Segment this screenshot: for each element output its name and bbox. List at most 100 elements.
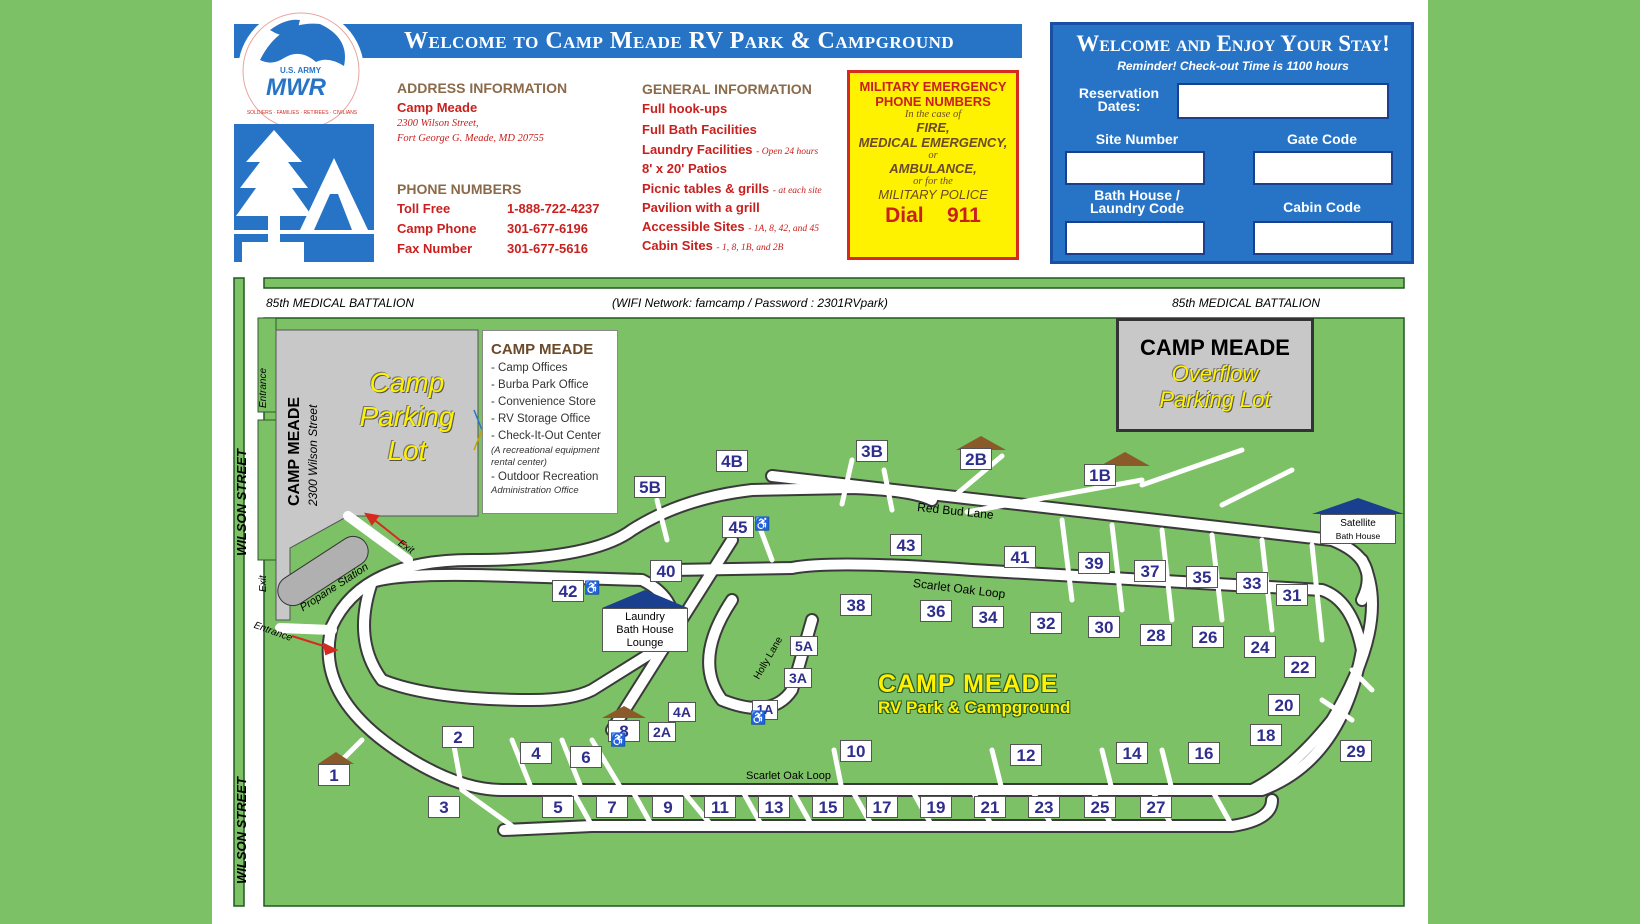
emergency-l7: MILITARY POLICE: [878, 187, 988, 202]
emergency-l5: AMBULANCE,: [889, 161, 977, 176]
site-marker-3[interactable]: 3: [428, 796, 460, 818]
site-marker-33[interactable]: 33: [1236, 572, 1268, 594]
site-marker-29[interactable]: 29: [1340, 740, 1372, 762]
site-marker-3b[interactable]: 3B: [856, 440, 888, 462]
site-marker-4a[interactable]: 4A: [668, 702, 696, 722]
cabin-code-field[interactable]: [1253, 221, 1393, 255]
site-marker-8[interactable]: 8: [608, 720, 640, 742]
site-marker-23[interactable]: 23: [1028, 796, 1060, 818]
accessible-icon: ♿: [750, 710, 767, 725]
offices-item: - Burba Park Office: [491, 379, 589, 391]
site-marker-37[interactable]: 37: [1134, 560, 1166, 582]
site-marker-20[interactable]: 20: [1268, 694, 1300, 716]
site-marker-40[interactable]: 40: [650, 560, 682, 582]
camp-map-sheet: Welcome to Camp Meade RV Park & Campgrou…: [212, 0, 1428, 924]
label-85th-right: 85th MEDICAL BATTALION: [1172, 296, 1321, 310]
site-marker-42[interactable]: 42: [552, 580, 584, 602]
site-marker-2b[interactable]: 2B: [960, 448, 992, 470]
emergency-title2: PHONE NUMBERS: [875, 94, 991, 109]
site-marker-41[interactable]: 41: [1004, 546, 1036, 568]
site-marker-26[interactable]: 26: [1192, 626, 1224, 648]
site-marker-38[interactable]: 38: [840, 594, 872, 616]
site-marker-34[interactable]: 34: [972, 606, 1004, 628]
bath-code-label: Bath House /Laundry Code: [1089, 187, 1185, 216]
title-banner: Welcome to Camp Meade RV Park & Campgrou…: [234, 24, 1022, 58]
campground-brand-subtitle: RV Park & Campground: [878, 698, 1071, 717]
address-name: Camp Meade: [397, 100, 478, 115]
site-number-label: Site Number: [1095, 131, 1179, 147]
site-marker-18[interactable]: 18: [1250, 724, 1282, 746]
site-marker-19[interactable]: 19: [920, 796, 952, 818]
overflow-parking-lot: CAMP MEADE Overflow Parking Lot: [1116, 318, 1314, 432]
site-number-field[interactable]: [1065, 151, 1205, 185]
phone-label-toll-free: Toll Free: [397, 201, 451, 216]
phone-label-fax: Fax Number: [397, 241, 473, 256]
site-marker-6[interactable]: 6: [570, 746, 602, 768]
accessible-icon: ♿: [610, 732, 627, 747]
mwr-logo: U.S. ARMY MWR SOLDIERS · FAMILIES · RETI…: [238, 8, 364, 134]
site-marker-2[interactable]: 2: [442, 726, 474, 748]
site-marker-39[interactable]: 39: [1078, 552, 1110, 574]
site-marker-28[interactable]: 28: [1140, 624, 1172, 646]
wifi-info: (WIFI Network: famcamp / Password : 2301…: [612, 296, 888, 310]
label-85th-left: 85th MEDICAL BATTALION: [266, 296, 415, 310]
site-marker-7[interactable]: 7: [596, 796, 628, 818]
general-item: Picnic tables & grills - at each site: [642, 181, 822, 196]
general-item: Full Bath Facilities: [642, 122, 757, 137]
site-marker-5b[interactable]: 5B: [634, 476, 666, 498]
site-marker-32[interactable]: 32: [1030, 612, 1062, 634]
site-marker-35[interactable]: 35: [1186, 566, 1218, 588]
site-marker-1b[interactable]: 1B: [1084, 464, 1116, 486]
reservation-panel: Welcome and Enjoy Your Stay! Reminder! C…: [1050, 22, 1414, 264]
site-marker-4b[interactable]: 4B: [716, 450, 748, 472]
site-marker-31[interactable]: 31: [1276, 584, 1308, 606]
site-marker-1[interactable]: 1: [318, 764, 350, 786]
site-marker-9[interactable]: 9: [652, 796, 684, 818]
offices-item: - Convenience Store: [491, 396, 596, 408]
globe-icon: [242, 12, 360, 130]
emergency-l6: or for the: [913, 176, 953, 187]
site-marker-43[interactable]: 43: [890, 534, 922, 556]
site-marker-17[interactable]: 17: [866, 796, 898, 818]
site-marker-27[interactable]: 27: [1140, 796, 1172, 818]
gate-code-field[interactable]: [1253, 151, 1393, 185]
site-marker-16[interactable]: 16: [1188, 742, 1220, 764]
offices-item: - Check-It-Out Center: [491, 430, 601, 442]
site-marker-11[interactable]: 11: [704, 796, 736, 818]
site-marker-4[interactable]: 4: [520, 742, 552, 764]
site-marker-2a[interactable]: 2A: [648, 722, 676, 742]
site-marker-12[interactable]: 12: [1010, 744, 1042, 766]
cabin-roof-8: [602, 706, 646, 718]
site-marker-24[interactable]: 24: [1244, 636, 1276, 658]
site-marker-21[interactable]: 21: [974, 796, 1006, 818]
site-marker-45[interactable]: 45: [722, 516, 754, 538]
emergency-l3: MEDICAL EMERGENCY,: [858, 135, 1008, 150]
street-label-upper: WILSON STREET: [234, 449, 249, 556]
site-marker-14[interactable]: 14: [1116, 742, 1148, 764]
general-item: Cabin Sites - 1, 8, 1B, and 2B: [642, 238, 784, 253]
campground-brand-title: CAMP MEADE: [878, 670, 1059, 698]
site-marker-36[interactable]: 36: [920, 600, 952, 622]
bath-code-field[interactable]: [1065, 221, 1205, 255]
emergency-l1: In the case of: [904, 109, 962, 120]
phone-value-fax: 301-677-5616: [507, 241, 588, 256]
site-marker-5[interactable]: 5: [542, 796, 574, 818]
site-marker-22[interactable]: 22: [1284, 656, 1316, 678]
entrance-top-label: Entrance: [258, 367, 269, 408]
street-label-lower: WILSON STREET: [234, 777, 249, 884]
site-marker-30[interactable]: 30: [1088, 616, 1120, 638]
site-marker-15[interactable]: 15: [812, 796, 844, 818]
site-marker-1a[interactable]: 1A: [752, 700, 778, 720]
site-marker-5a[interactable]: 5A: [790, 636, 818, 656]
site-marker-13[interactable]: 13: [758, 796, 790, 818]
reservation-dates-field[interactable]: [1177, 83, 1389, 119]
site-marker-10[interactable]: 10: [840, 740, 872, 762]
satellite-roof: [1312, 498, 1404, 514]
logo-main-text: MWR: [266, 74, 326, 101]
site-marker-3a[interactable]: 3A: [784, 668, 812, 688]
site-marker-25[interactable]: 25: [1084, 796, 1116, 818]
tree-tent-logo: [234, 124, 374, 262]
